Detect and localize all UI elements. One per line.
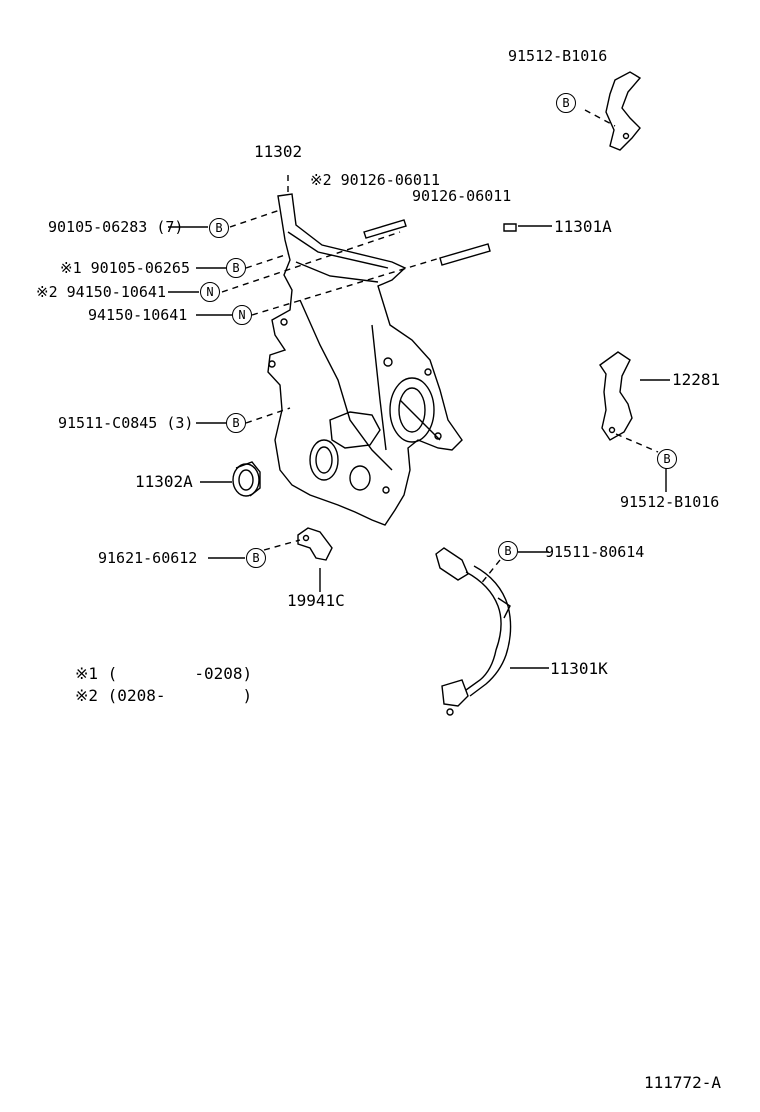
marker-n: N — [232, 305, 252, 325]
label-11302a: 11302A — [135, 472, 193, 491]
marker-b: B — [498, 541, 518, 561]
marker-b: B — [226, 258, 246, 278]
label-91512-b1016-right: 91512-B1016 — [620, 493, 720, 511]
note-1: ※1 ( -0208) — [75, 664, 253, 683]
label-90126-06011-note2: ※2 90126-06011 — [310, 171, 440, 189]
label-11302: 11302 — [254, 142, 303, 161]
label-90126-06011: 90126-06011 — [412, 187, 512, 205]
marker-b: B — [556, 93, 576, 113]
label-11301k: 11301K — [550, 659, 608, 678]
label-94150-10641-note2: ※2 94150-10641 — [36, 283, 166, 301]
diagram-id: 111772-A — [644, 1073, 722, 1092]
marker-b: B — [226, 413, 246, 433]
label-19941c: 19941C — [287, 591, 345, 610]
label-90105-06265-note1: ※1 90105-06265 — [60, 259, 190, 277]
label-12281: 12281 — [672, 370, 721, 389]
marker-b: B — [657, 449, 677, 469]
marker-b: B — [246, 548, 266, 568]
marker-n: N — [200, 282, 220, 302]
label-90105-06283: 90105-06283 (7) — [48, 218, 184, 236]
label-91512-b1016-top: 91512-B1016 — [508, 47, 608, 65]
marker-b: B — [209, 218, 229, 238]
label-91511-80614: 91511-80614 — [545, 543, 645, 561]
label-91511-c0845: 91511-C0845 (3) — [58, 414, 194, 432]
label-11301a: 11301A — [554, 217, 612, 236]
label-91621-60612: 91621-60612 — [98, 549, 198, 567]
label-94150-10641: 94150-10641 — [88, 306, 188, 324]
note-2: ※2 (0208- ) — [75, 686, 253, 705]
